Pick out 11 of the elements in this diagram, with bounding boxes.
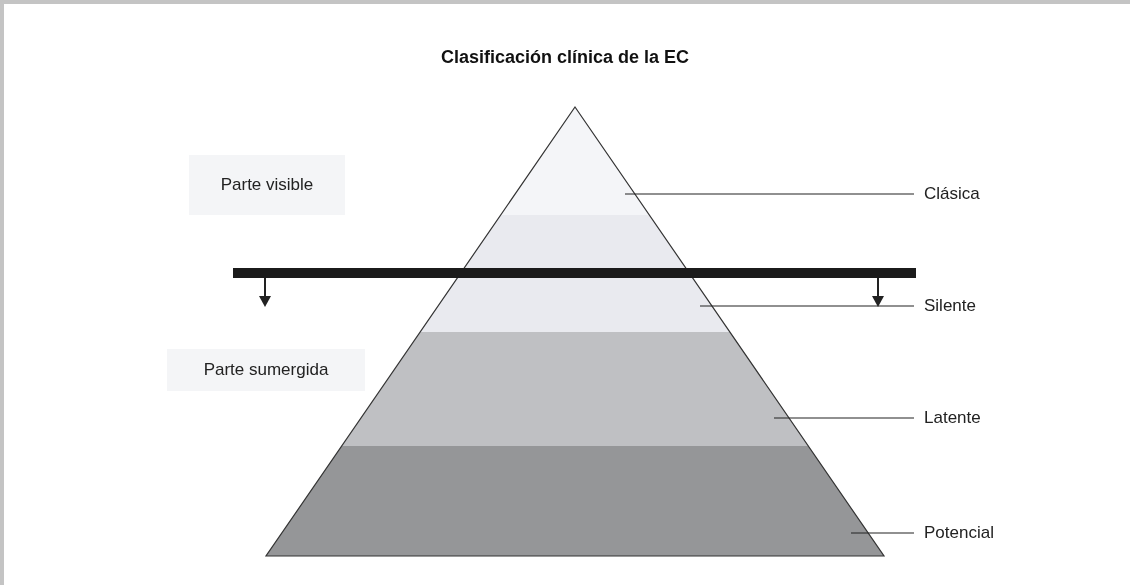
leader-line (699, 305, 915, 307)
category-label: Latente (924, 408, 981, 427)
leader-line (624, 193, 915, 195)
leader-line (850, 532, 915, 534)
diagram-title: Clasificación clínica de la EC (440, 47, 690, 67)
category-label: Silente (924, 296, 976, 315)
label-box: Parte visible (189, 155, 345, 215)
label-box: Parte sumergida (167, 349, 365, 391)
category-label: Clásica (924, 184, 980, 203)
category-label: Potencial (924, 523, 994, 542)
leader-line (773, 417, 915, 419)
